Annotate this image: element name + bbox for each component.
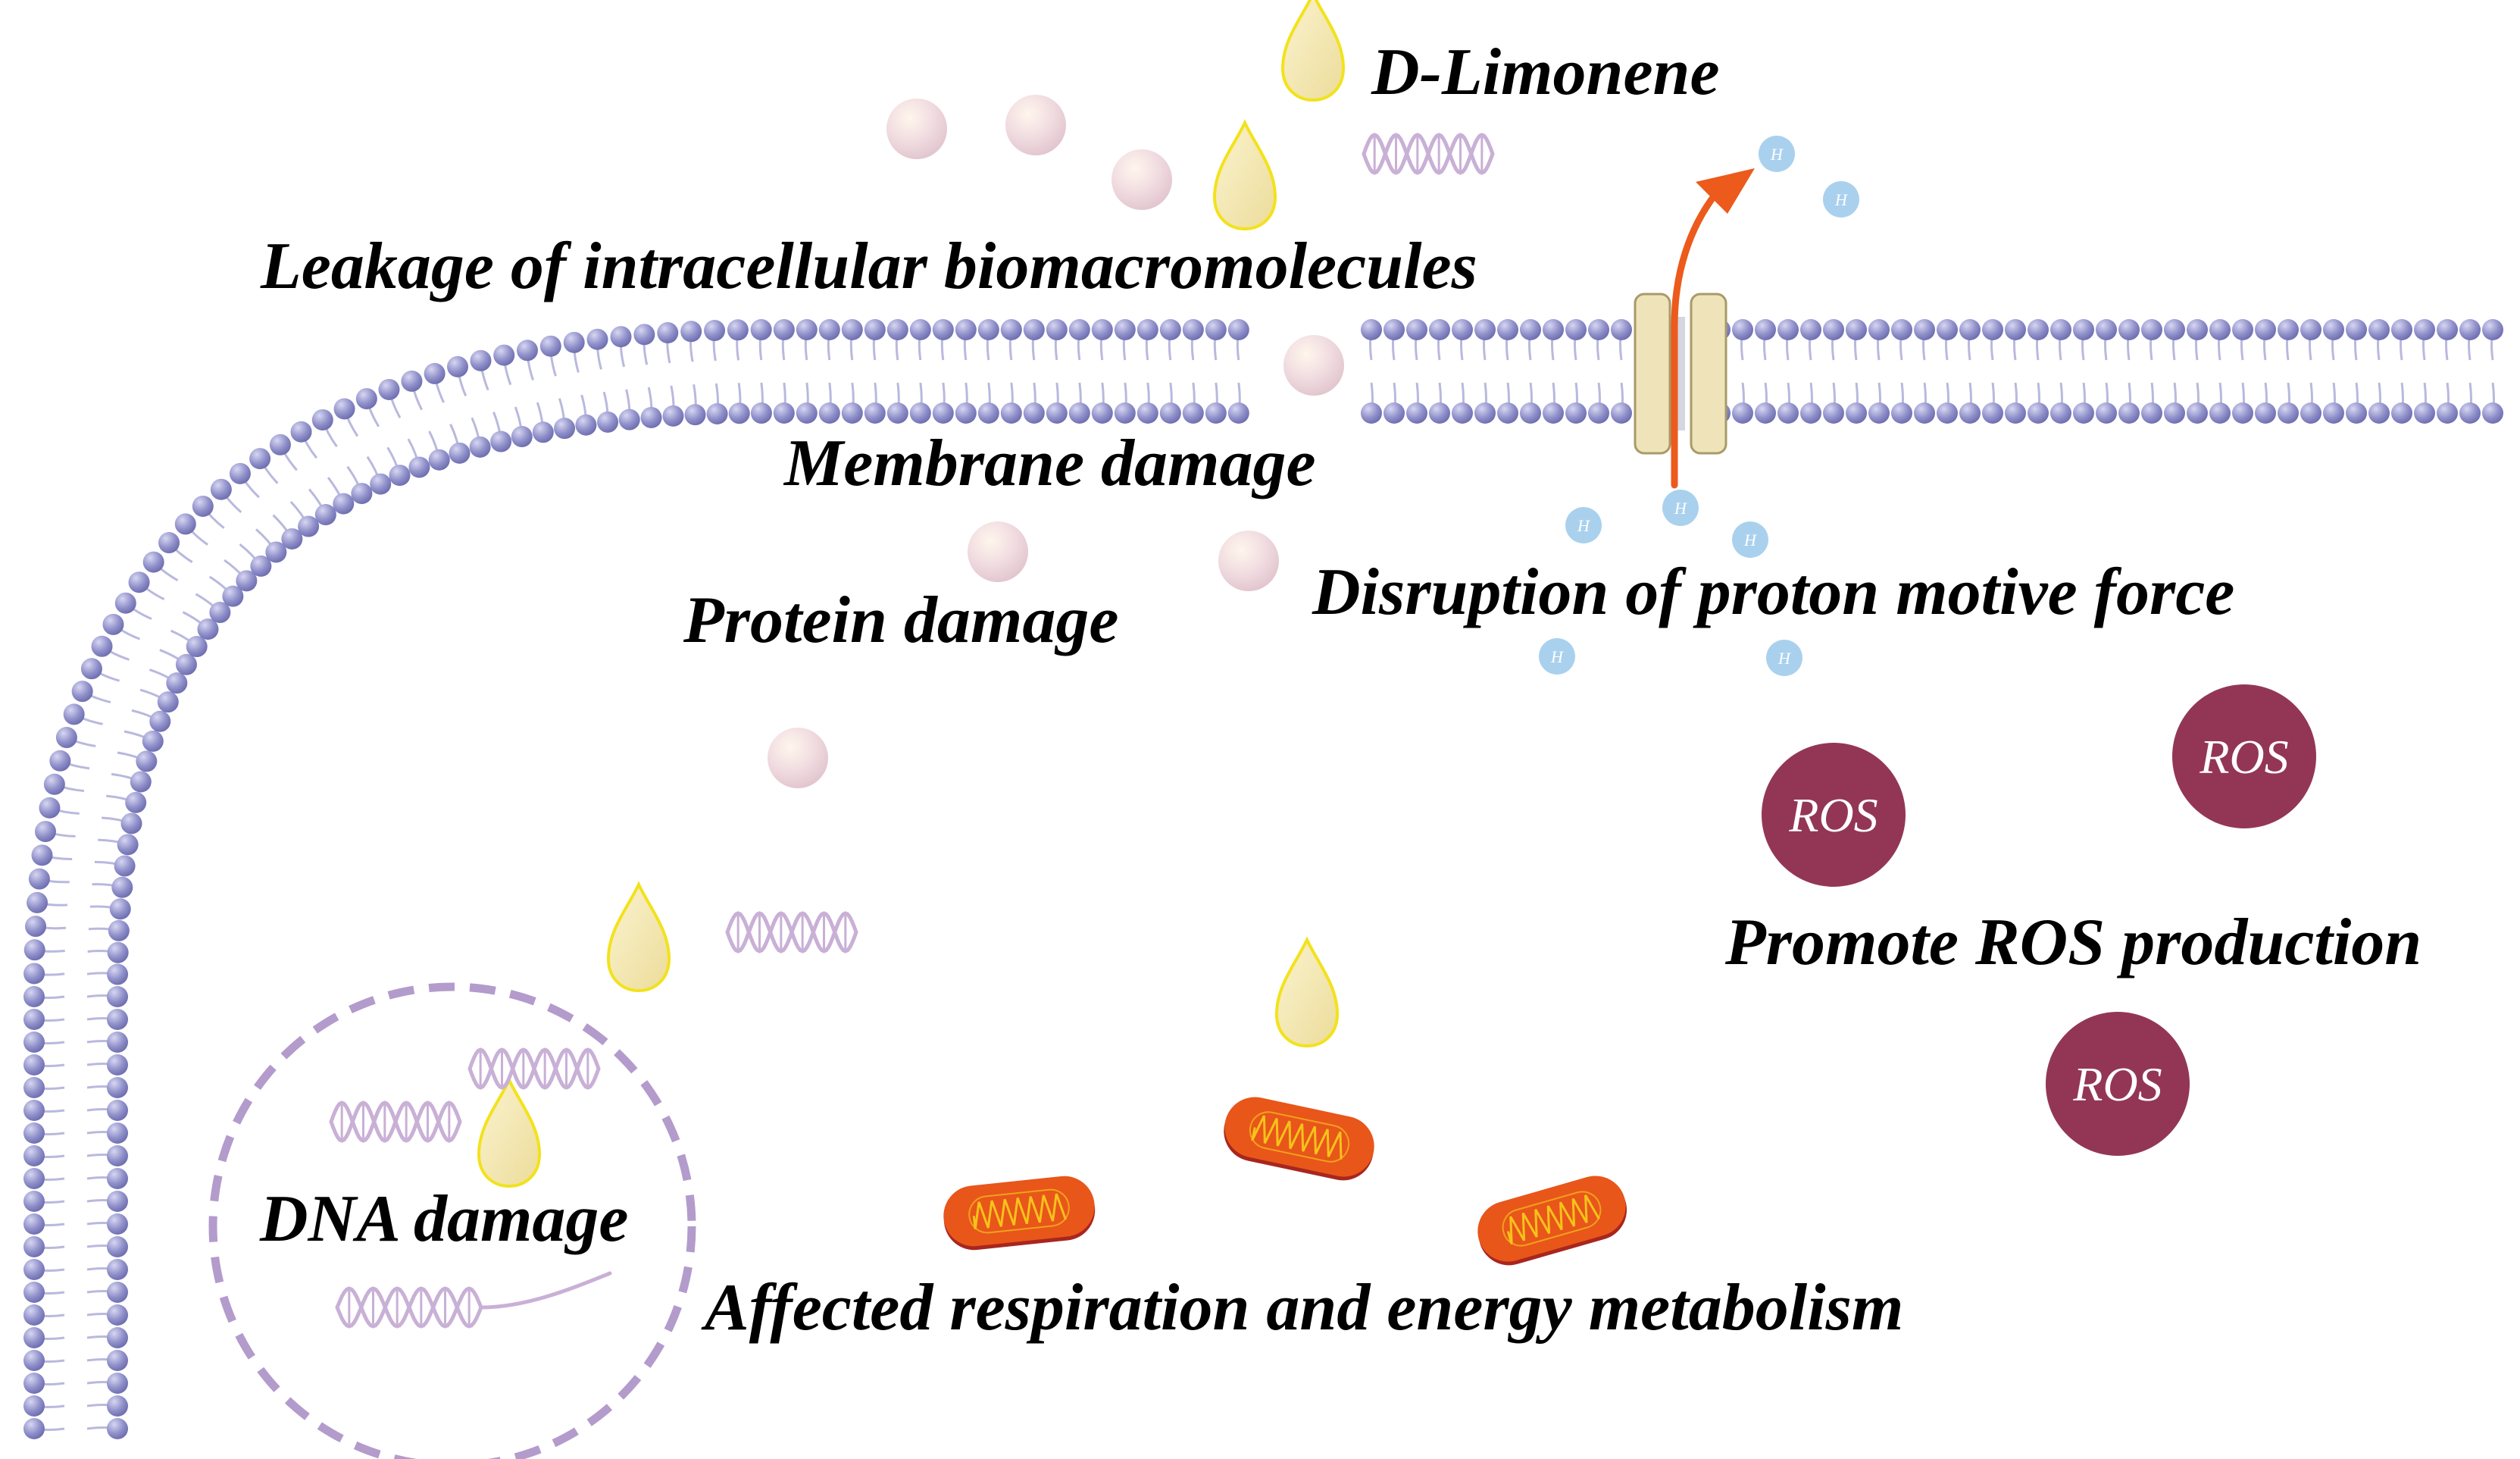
proton-label: H [1777,649,1791,668]
proton-efflux-arrow [1671,168,1755,489]
label-pmf-disruption: Disruption of proton motive force [1312,556,2235,629]
dna-helix-icon [329,1101,462,1143]
ros-molecule-icon: ROS [2046,1012,2190,1156]
proton-label: H [1834,190,1848,209]
protein-sphere-icon [1218,531,1279,591]
mitochondrion-icon [1224,1097,1374,1181]
d-limonene-droplet-icon [1274,936,1340,1048]
protein-sphere-icon [1111,149,1172,210]
ros-molecule-icon: ROS [2172,684,2316,828]
proton-label: H [1674,499,1687,518]
mitochondrion-icon [943,1176,1096,1251]
protein-sphere-icon [1005,95,1066,155]
proton-icon: H [1759,136,1795,172]
d-limonene-droplet-icon [477,1076,542,1188]
label-d-limonene: D-Limonene [1371,36,1720,109]
ros-molecule-icon: ROS [1762,743,1906,887]
proton-icon: H [1766,640,1802,676]
dna-helix-icon [335,1271,612,1329]
dna-helix-icon [467,1047,601,1090]
dna-helix-icon [1362,133,1495,175]
ros-label: ROS [2072,1057,2162,1111]
protein-sphere-icon [968,521,1028,582]
protein-sphere-icon [886,99,947,159]
proton-icon: H [1823,181,1859,218]
dna-helix-icon [725,911,858,953]
proton-icon: H [1565,507,1602,543]
label-dna-damage: DNA damage [260,1182,629,1256]
ros-label: ROS [1788,788,1877,842]
proton-label: H [1550,647,1564,666]
proton-icon: H [1662,490,1699,526]
proton-icon: H [1539,638,1575,675]
membrane-channel-icon [1634,293,1727,455]
ros-label: ROS [2199,730,2288,784]
diagram-figures: ROS ROS ROS H H H H H H H [329,0,2316,1329]
nucleus-region [208,982,696,1459]
label-ros-production: Promote ROS production [1725,906,2422,979]
label-membrane-damage: Membrane damage [784,427,1316,500]
proton-label: H [1577,516,1590,535]
d-limonene-droplet-icon [1280,0,1346,102]
label-leakage: Leakage of intracellular biomacromolecul… [261,230,1477,303]
proton-label: H [1770,145,1784,164]
d-limonene-droplet-icon [1212,119,1277,231]
d-limonene-droplet-icon [606,881,671,993]
label-respiration: Affected respiration and energy metaboli… [705,1271,1904,1345]
protein-sphere-icon [768,728,828,788]
mitochondrion-icon [1477,1176,1627,1266]
label-protein-damage: Protein damage [683,584,1119,657]
lipid-bilayer-membrane [23,319,2503,1440]
proton-icon: H [1732,521,1768,558]
protein-sphere-icon [1283,335,1344,396]
proton-label: H [1743,531,1757,549]
